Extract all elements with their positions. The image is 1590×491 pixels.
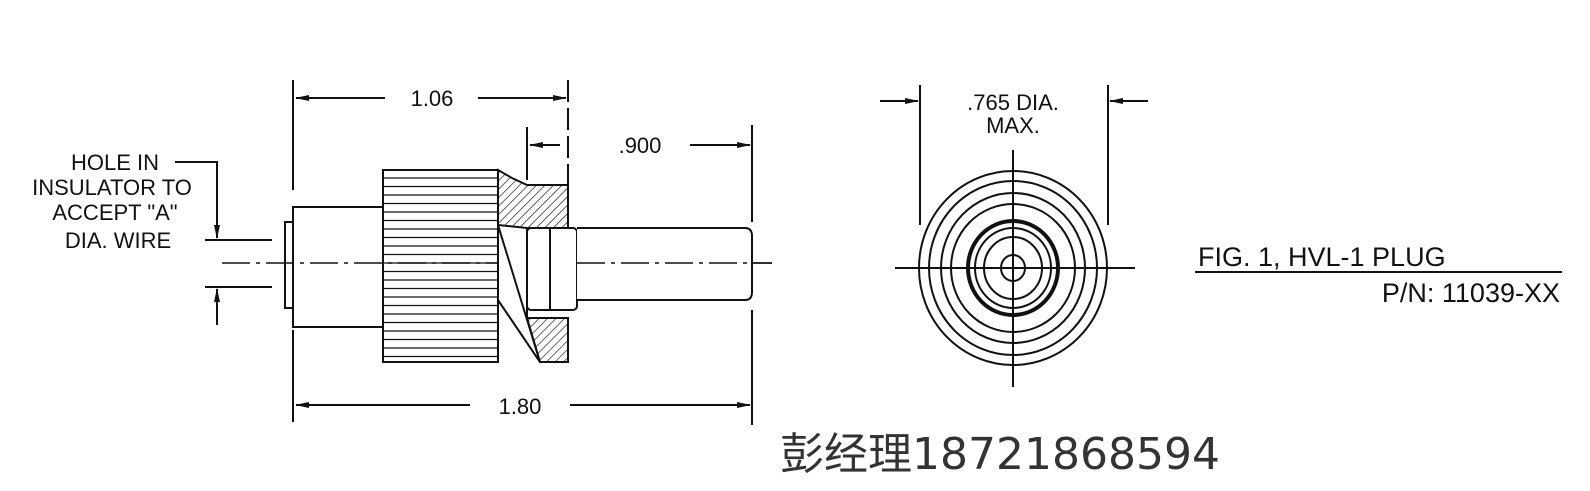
side-view-labels: 1.06 .900 1.80 HOLE IN INSULATOR TO ACCE… [32, 86, 661, 419]
note-line-2: INSULATOR TO [32, 175, 192, 200]
part-number: P/N: 11039-XX [1382, 278, 1560, 308]
note-line-1: HOLE IN [71, 150, 159, 175]
contact-info: 彭经理18721868594 [780, 429, 1220, 480]
side-view [175, 80, 772, 425]
note-line-3: ACCEPT "A" [52, 200, 177, 225]
dim-diameter-max: MAX. [986, 113, 1040, 138]
dim-1-06: 1.06 [411, 86, 454, 111]
dim-0-900: .900 [619, 133, 662, 158]
end-view [880, 85, 1148, 387]
note-line-4: DIA. WIRE [65, 228, 171, 253]
figure-caption: FIG. 1, HVL-1 PLUG P/N: 11039-XX [1195, 242, 1562, 308]
dim-1-80: 1.80 [499, 394, 542, 419]
figure-title: FIG. 1, HVL-1 PLUG [1198, 242, 1446, 272]
knurled-nut [382, 169, 499, 363]
end-view-labels: .765 DIA. MAX. [967, 90, 1059, 138]
dim-diameter: .765 DIA. [967, 90, 1059, 115]
